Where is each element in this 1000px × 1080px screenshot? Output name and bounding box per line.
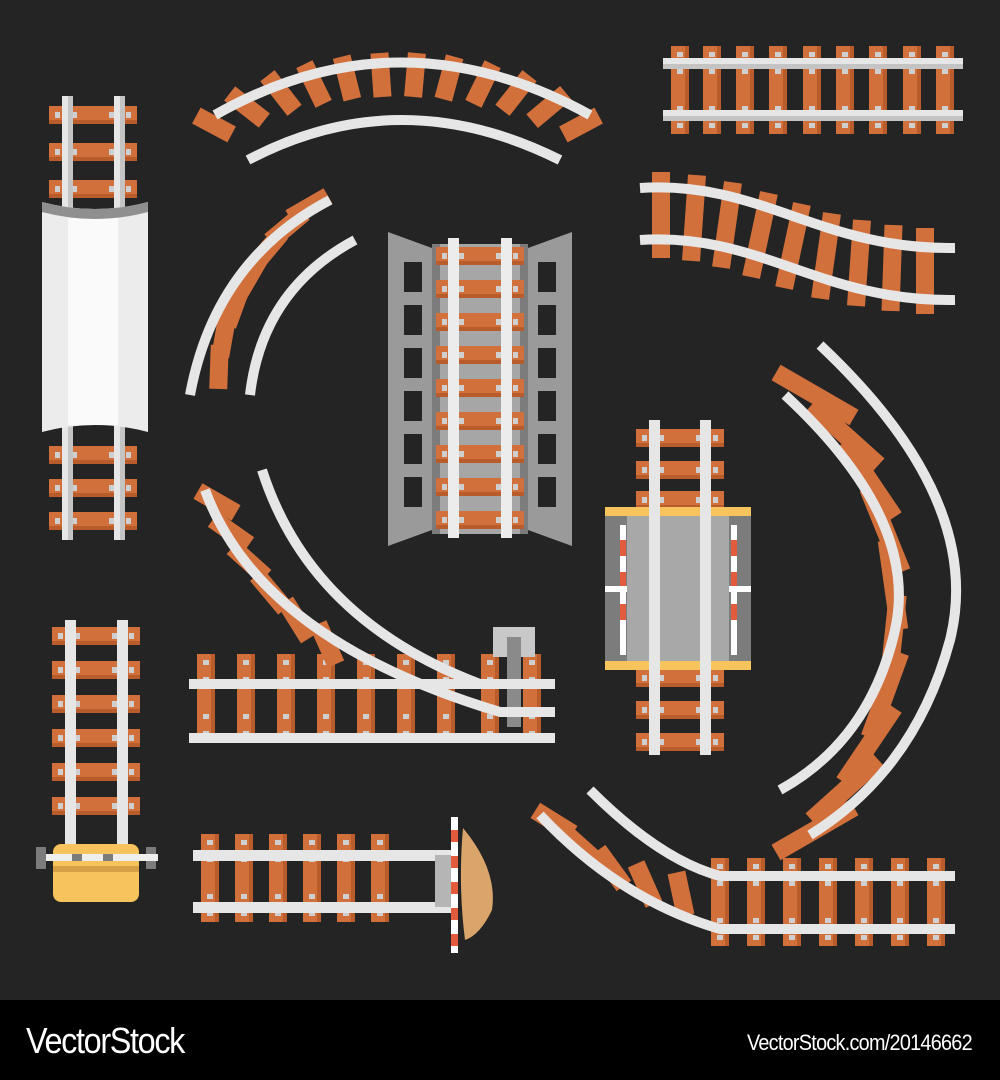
level-crossing bbox=[605, 420, 751, 755]
curve-bottom-right bbox=[530, 786, 955, 946]
brand-logo-text: VectorStock bbox=[26, 1020, 185, 1061]
big-arc-right bbox=[771, 341, 962, 861]
railway-pieces-artwork bbox=[36, 46, 963, 953]
s-curve bbox=[639, 172, 956, 314]
switch-junction-with-lever bbox=[189, 468, 555, 743]
quarter-curve-left bbox=[185, 188, 358, 396]
dead-end-buffer bbox=[193, 817, 493, 953]
straight-vertical-with-tunnel bbox=[42, 96, 148, 540]
credit-url-text: VectorStock.com/20146662 bbox=[747, 1030, 973, 1055]
straight-vertical-with-barrier bbox=[36, 620, 158, 902]
arc-top bbox=[192, 52, 603, 165]
watermark-footer: VectorStock VectorStock.com/20146662 bbox=[0, 1000, 1000, 1080]
straight-horizontal-top bbox=[663, 46, 963, 134]
bridge bbox=[388, 232, 572, 546]
